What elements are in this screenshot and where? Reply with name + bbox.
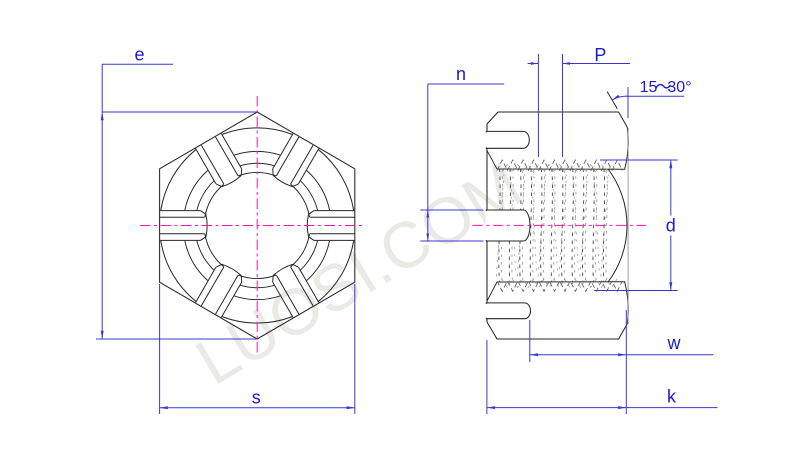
svg-text:30°: 30° <box>667 79 691 96</box>
svg-text:k: k <box>667 387 677 407</box>
svg-text:n: n <box>456 64 466 84</box>
svg-text:15: 15 <box>640 79 658 96</box>
svg-text:P: P <box>594 45 606 65</box>
svg-text:LUOSI.COM: LUOSI.COM <box>184 148 534 398</box>
svg-text:w: w <box>667 333 682 353</box>
svg-text:e: e <box>134 45 144 65</box>
svg-text:s: s <box>252 388 261 408</box>
svg-text:d: d <box>666 216 676 236</box>
